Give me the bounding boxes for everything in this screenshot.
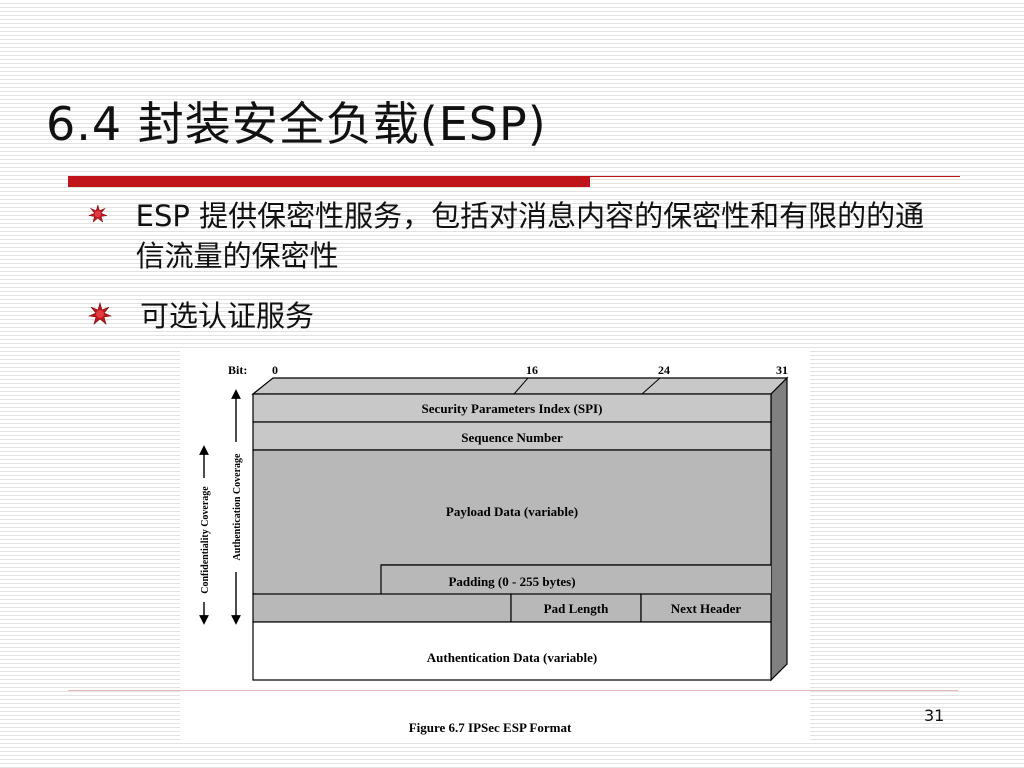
payload-data-label: Payload Data (variable) [446,504,578,519]
red-starburst-bullet-icon [88,302,112,325]
bit-label: Bit: [228,363,247,377]
authentication-coverage-label: Authentication Coverage [232,453,243,560]
block-side-face [770,376,788,682]
bit-marker-24: 24 [658,363,670,377]
page-number: 31 [924,706,945,725]
footer-divider [68,690,958,691]
next-header-field [640,593,772,623]
bullet-item-2: 可选认证服务 [88,296,314,336]
spi-field [252,393,772,423]
esp-format-diagram: Bit: 0 16 24 31 Security Parameters Inde… [196,363,789,735]
authentication-data-field [252,621,772,681]
padding-label: Padding (0 - 255 bytes) [448,574,575,589]
bullet-text-1: ESP 提供保密性服务，包括对消息内容的保密性和有限的的通信流量的保密性 [135,199,925,273]
bullet-text-2: 可选认证服务 [140,299,315,333]
authentication-data-label: Authentication Data (variable) [427,650,597,665]
bit-marker-16: 16 [526,363,538,377]
slide-title: 6.4 封装安全负载(ESP) [46,97,547,151]
esp-format-figure: Bit: 0 16 24 31 Security Parameters Inde… [180,350,810,742]
red-starburst-bullet-icon [88,204,108,223]
padding-tail-field [252,593,512,623]
bit-marker-31: 31 [776,363,788,377]
title-underline-red [68,176,590,187]
top-divider-24 [641,377,661,395]
figure-caption: Figure 6.7 IPSec ESP Format [409,720,572,735]
title-underline-thin [590,176,960,177]
sequence-number-label: Sequence Number [461,430,563,445]
bullet-item-1: ESP 提供保密性服务，包括对消息内容的保密性和有限的的通信流量的保密性 [88,196,948,276]
top-divider-16 [513,377,529,395]
confidentiality-label-bg [196,478,212,602]
authentication-label-bg [228,442,244,572]
confidentiality-coverage-label: Confidentiality Coverage [200,486,211,594]
padding-field [253,565,771,594]
bit-marker-0: 0 [272,363,278,377]
pad-length-label: Pad Length [544,601,609,616]
block-top-face [251,377,789,395]
spi-label: Security Parameters Index (SPI) [422,401,603,416]
next-header-label: Next Header [671,601,742,616]
